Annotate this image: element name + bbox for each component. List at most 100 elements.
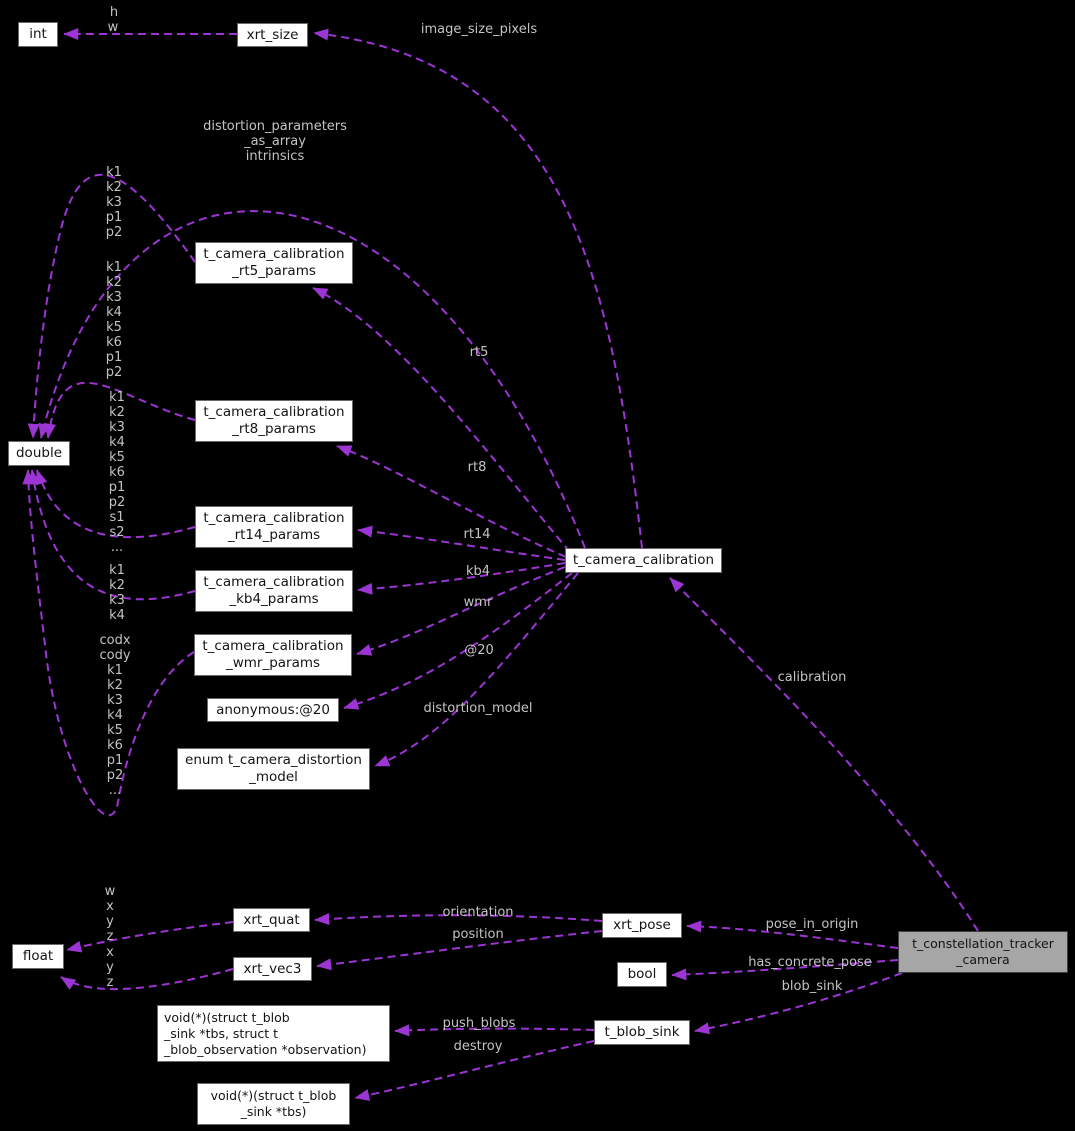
edge-label-has-concrete-pose: has_concrete_pose [748,955,872,970]
node-destroy-fnptr[interactable]: void(*)(struct t_blob_sink *tbs) [197,1083,350,1125]
edge-label-quat-members: w x y z [104,884,116,944]
edge-label-kb4: kb4 [465,564,491,579]
node-rt8-params[interactable]: t_camera_calibration_rt8_params [195,400,353,442]
node-label: t_constellation_tracker [912,936,1054,951]
edge-calibration-to-kb4params [357,562,566,595]
edge-calibration-to-rt5params [312,287,571,553]
node-anonymous-20[interactable]: anonymous:@20 [207,698,339,722]
node-kb4-params[interactable]: t_camera_calibration_kb4_params [195,570,353,612]
edge-tracker-to-xrtpose-pose-in-origin [686,920,899,949]
edge-label-image-size-pixels: image_size_pixels [420,22,538,37]
edge-xrtpose-to-xrtquat-orientation [314,913,603,925]
node-xrt-size[interactable]: xrt_size [237,23,308,47]
edge-label-orientation: orientation [442,905,514,920]
edge-label-distortion-model: distortion_model [423,701,533,716]
node-label: t_camera_calibration [202,638,344,654]
edge-label-destroy: destroy [453,1039,503,1054]
edge-label-rt14: rt14 [463,527,491,542]
edge-tblobsink-to-destroy-fnptr [354,1040,595,1101]
node-label: bool [627,966,657,982]
edge-wmrparams-to-double [22,469,195,817]
node-label: float [22,948,54,964]
edge-xrtpose-to-xrtvec3-position [316,930,603,971]
node-label: void(*)(struct t_blob [210,1088,337,1103]
node-enum-distortion-model[interactable]: enum t_camera_distortion_model [177,748,370,790]
node-label: _rt14_params [227,527,321,543]
node-bool[interactable]: bool [617,962,667,987]
node-xrt-vec3[interactable]: xrt_vec3 [233,957,312,981]
edge-tracker-to-bool-has-concrete-pose [671,959,899,981]
node-float[interactable]: float [12,944,64,969]
edge-rt8params-to-double [44,381,196,439]
edge-label-h: h [109,5,119,20]
edge-label-rt8-members: k1 k2 k3 k4 k5 k6 p1 p2 [105,260,123,380]
edge-rt14params-to-double [35,469,196,539]
node-label: void(*)(struct t_blob [164,1009,290,1025]
node-rt14-params[interactable]: t_camera_calibration_rt14_params [195,506,353,548]
edge-rt5params-to-double [27,174,196,439]
edge-label-wmr-members: codx cody k1 k2 k3 k4 k5 k6 p1 p2 ... [99,633,131,798]
node-label: _kb4_params [229,591,319,607]
node-push-blobs-fnptr[interactable]: void(*)(struct t_blob_sink *tbs, struct … [157,1005,390,1062]
node-label: xrt_vec3 [243,960,302,977]
edge-label-wmr: wmr [463,595,493,610]
edge-label-calibration: calibration [777,670,847,685]
edge-label-blob-sink: blob_sink [781,979,843,994]
edge-calibration-to-rt8params [336,445,567,558]
edge-calibration-to-double-intrinsics [38,210,586,549]
edge-calibration-to-xrtsize-image-size-pixels [313,28,643,549]
node-label: t_blob_sink [604,1024,680,1040]
node-label: t_camera_calibration [203,246,345,262]
node-rt5-params[interactable]: t_camera_calibration_rt5_params [195,242,353,284]
node-label: xrt_quat [243,911,300,928]
edge-tracker-to-tblobsink-blob-sink [694,972,903,1035]
edge-label-pose-in-origin: pose_in_origin [765,917,859,932]
node-label: t_camera_calibration [203,404,345,420]
node-t-camera-calibration[interactable]: t_camera_calibration [565,548,722,573]
node-t-constellation-tracker-camera[interactable]: t_constellation_tracker_camera [898,931,1068,973]
node-wmr-params[interactable]: t_camera_calibration_wmr_params [194,634,352,676]
node-label: _sink *tbs) [240,1104,307,1119]
edge-xrtvec3-to-float [60,968,234,991]
edge-label-kb4-members: k1 k2 k3 k4 [109,563,125,623]
edge-tblobsink-to-pushblobs-fnptr [394,1024,595,1037]
edge-label-rt5: rt5 [469,345,489,360]
edge-calibration-to-anonymous20 [343,572,573,710]
edge-label-rt14-members: k1 k2 k3 k4 k5 k6 p1 p2 s1 s2 ... [108,390,126,555]
node-label: t_camera_calibration [203,574,345,590]
node-label: _camera [956,952,1010,967]
node-xrt-pose[interactable]: xrt_pose [602,913,682,938]
node-xrt-quat[interactable]: xrt_quat [233,908,310,932]
node-label: t_camera_calibration [203,510,345,526]
node-label: xrt_pose [613,917,671,933]
edge-label-distortion-parameters-as-array-intrinsics: distortion_parameters _as_array intrinsi… [203,119,347,164]
node-double[interactable]: double [8,441,70,466]
node-t-blob-sink[interactable]: t_blob_sink [594,1020,690,1045]
edge-label-rt5-members: k1 k2 k3 p1 p2 [105,165,123,240]
edge-tracker-to-calibration [669,577,979,932]
node-label: anonymous:@20 [216,701,330,718]
node-label: xrt_size [246,26,299,43]
node-label: _wmr_params [225,655,321,671]
node-label: _sink *tbs, struct t [164,1025,279,1041]
node-label: int [29,26,47,42]
edge-label-at20: @20 [464,643,494,658]
node-int[interactable]: int [18,22,58,47]
edge-label-push-blobs: push_blobs [442,1016,516,1031]
edge-kb4params-to-double [28,469,196,601]
edge-label-position: position [452,927,504,942]
node-label: _model [249,769,298,785]
node-label: double [15,445,62,461]
node-label: _rt5_params [232,263,316,279]
edge-calibration-to-wmrparams [356,566,566,656]
node-label: _rt8_params [232,421,316,437]
edge-xrtquat-to-float [66,921,234,953]
node-label: t_camera_calibration [572,552,715,568]
node-label: enum t_camera_distortion [185,752,362,768]
edge-label-w: w [107,20,119,35]
node-label: _blob_observation *observation) [164,1041,367,1057]
edge-label-rt8: rt8 [467,460,487,475]
edge-label-vec3-members: x y z [106,945,114,990]
